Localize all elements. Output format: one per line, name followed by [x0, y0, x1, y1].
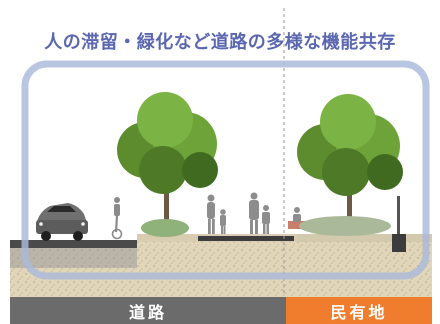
shrub-planting — [141, 219, 189, 237]
private-planting — [299, 216, 391, 236]
private-land-label-bar: 民有地 — [286, 297, 432, 324]
bollard-icon — [397, 196, 400, 234]
private-tree-icon — [297, 94, 403, 228]
road-label-bar: 道路 — [10, 297, 286, 324]
plaza-paving — [198, 236, 294, 241]
seated-people-icon — [288, 207, 306, 229]
road-label: 道路 — [128, 302, 167, 322]
private-land-surface — [297, 234, 432, 242]
roadway-surface — [10, 240, 137, 248]
roadway-base — [10, 248, 137, 268]
private-land-label: 民有地 — [330, 302, 388, 322]
highlight-frame — [21, 60, 430, 280]
cyclist-icon — [111, 197, 123, 240]
planter-box — [392, 234, 406, 252]
car-icon — [36, 203, 88, 241]
diagram-title: 人の滞留・緑化など道路の多様な機能共存 — [44, 32, 396, 53]
pedestrian-group-icon — [207, 192, 270, 234]
street-tree-icon — [117, 92, 218, 226]
